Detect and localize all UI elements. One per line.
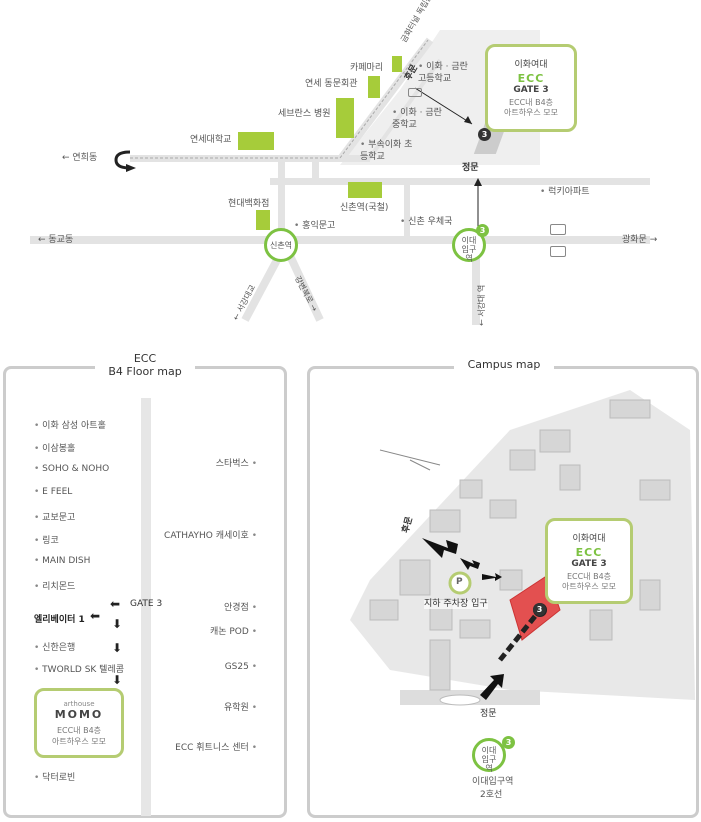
campus-station-label: 이대 입구역 [481,746,497,773]
label-cafe-mari: 카페마리 [350,63,384,73]
campus-station-ewha[interactable]: 이대 입구역 [472,738,506,773]
campus-ecc-univ: 이화여대 [572,534,606,544]
label-severance: 세브란스 병원 [278,109,331,119]
building-yonsei-alumni [368,76,380,98]
campus-gate3-marker: 3 [533,603,546,616]
floor-item-doctor-robin: 닥터로빈 [34,770,75,783]
campus-ecc-gate: GATE 3 [571,559,607,569]
top-area-map: ← 연희동 ← 동교동 광화문 → 금화터널 독립문사거리 → ← 서강대교 강… [0,0,701,340]
bus-icon [550,246,566,257]
road-vertical-a [278,160,285,240]
label-donggyodong: ← 동교동 [38,235,74,245]
floor-item-left-0: 이화 삼성 아트홀 [34,418,106,431]
gate3-marker: 3 [478,128,491,141]
road-diagonals [114,37,482,322]
label-hongik: 홍익문고 [294,222,335,231]
label-hyundai: 현대백화점 [228,199,270,209]
floor-gate3: GATE 3 [130,599,163,609]
floor-item-left-2: SOHO & NOHO [34,464,109,474]
floor-item-right-5: 유학원 [224,700,257,713]
floor-item-left-6: MAIN DISH [34,556,90,566]
label-yonsei-alumni: 연세 동문회관 [305,79,358,89]
floor-item-right-6: ECC 휘트니스 센터 [175,740,257,753]
floor-map-title-1: ECC [133,352,157,365]
floor-item-left-5: 링코 [34,533,59,546]
campus-station-caption-2: 2호선 [480,790,503,800]
ewha-line-badge: 3 [476,224,489,237]
floor-item-right-4: GS25 [225,662,257,672]
building-cafe-mari [392,56,402,72]
campus-parking-label: 지하 주차장 입구 [424,599,488,609]
campus-ecc-floor: ECC내 B4층 [566,572,612,581]
campus-map-title: Campus map [454,358,554,372]
floor-item-left-1: 이삼봉홀 [34,441,75,454]
bus-icon [550,224,566,235]
road-vertical-ewha [472,240,480,325]
label-yeonhuidong: ← 연희동 [62,153,98,163]
label-lucky-apt: 럭키아파트 [540,188,589,197]
label-ewha-middle: 이화 · 금란 중학교 [392,108,452,131]
parking-icon: P [456,577,463,587]
floor-item-right-0: 스타벅스 [216,456,257,469]
building-sinchon-korail [348,182,382,198]
building-hyundai [256,210,270,230]
floor-item-left-7: 리치몬드 [34,579,75,592]
campus-station-caption-1: 이대입구역 [472,777,514,787]
building-severance [336,98,354,138]
road-upper-horizontal [270,178,650,185]
label-sinchon-post: 신촌 우체국 [400,218,452,227]
campus-ecc-momo: 아트하우스 모모 [561,582,617,592]
floor-corridor [141,398,151,816]
label-main-gate: 정문 [462,163,479,173]
floor-map-title: ECC B4 Floor map [95,352,195,379]
road-vertical-c [404,180,410,240]
label-gwanghwamun: 광화문 → [622,235,658,245]
station-sinchon[interactable]: 신촌역 [264,228,298,262]
station-ewha-label: 이대 입구역 [461,236,477,263]
floor-item-right-1: CATHAYHO 캐세이호 [164,528,257,541]
floor-item-left-4: 교보문고 [34,510,75,523]
momo-box: arthouse MOMO ECC내 B4층 아트하우스 모모 [34,688,124,758]
label-seogang-yeok: ← 서강대 역 [477,284,486,326]
campus-main-gate-label: 정문 [480,709,497,719]
ecc-box-ecc: ECC [517,72,545,85]
floor-item-right-3: 캐논 POD [210,624,257,637]
arrow-left-icon: ⬅ [90,609,101,623]
floor-item-shinhan: 신한은행 [34,640,75,653]
arrow-down-icon: ⬇ [112,617,123,631]
floor-item-tworld: TWORLD SK 텔레콤 [34,662,124,675]
label-sinchon-korail: 신촌역(국철) [340,203,389,213]
ecc-box-floor: ECC내 B4층 [508,98,554,107]
floor-elevator: 엘리베이터 1 [34,615,85,625]
station-sinchon-label: 신촌역 [269,241,293,250]
road-vertical-b [312,160,319,185]
ecc-box-univ: 이화여대 [514,60,548,70]
building-yonsei-univ [238,132,274,150]
ecc-box-gate: GATE 3 [513,85,549,95]
momo-small: arthouse [63,700,95,708]
ecc-box-momo: 아트하우스 모모 [503,108,559,118]
floor-item-left-3: E FEEL [34,487,72,497]
campus-ecc-ecc: ECC [575,546,603,559]
campus-illustration [350,390,695,706]
floor-item-right-2: 안경점 [224,600,257,613]
arrow-down-icon: ⬇ [112,641,123,655]
arrow-left-icon: ⬅ [110,597,121,611]
bus-icon [408,88,422,97]
road-main-horizontal [30,236,650,244]
floor-map-title-2: B4 Floor map [108,365,182,379]
label-yonsei-univ: 연세대학교 [190,135,232,145]
momo-name: 아트하우스 모모 [51,737,107,746]
label-elementary: 부속이화 초등학교 [360,140,420,163]
label-ewha-high: 이화 · 금란 고등학교 [418,62,478,85]
momo-floor: ECC내 B4층 [56,726,102,735]
campus-line-badge: 3 [502,736,515,749]
arrow-down-icon: ⬇ [112,673,123,687]
momo-logo: MOMO [54,708,104,721]
